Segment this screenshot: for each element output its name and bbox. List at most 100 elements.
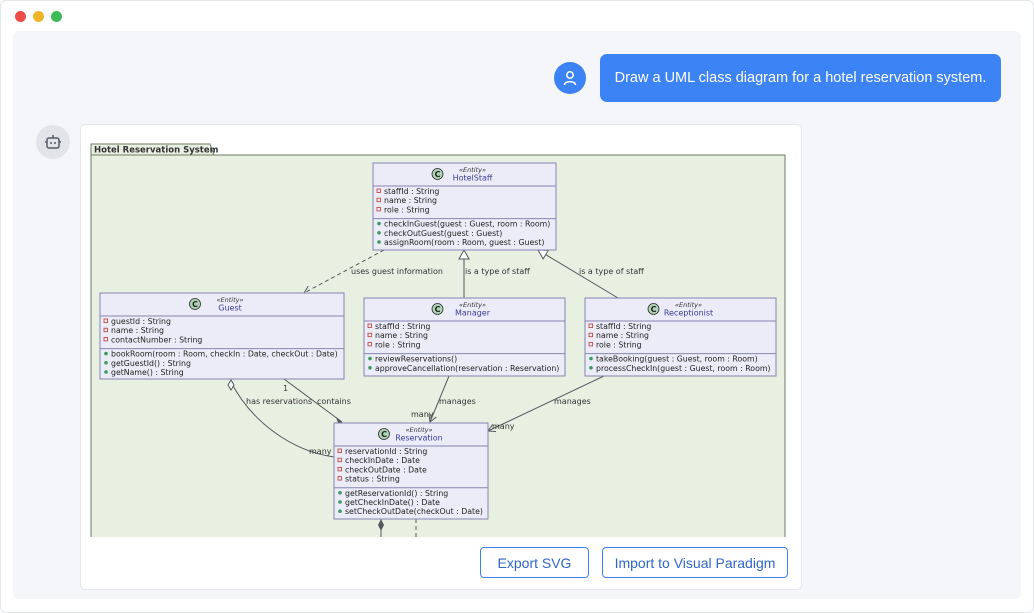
private-marker: [103, 327, 108, 333]
generalization-receptionist: [537, 249, 619, 299]
aggregation-diamond: [227, 379, 235, 391]
class-attribute: guestId : String: [111, 317, 171, 326]
public-marker: [377, 221, 381, 226]
class-box: [333, 422, 489, 520]
class-box: [363, 297, 566, 377]
multiplicity-manager-many: many: [411, 410, 434, 419]
class-method: bookRoom(room : Room, checkIn : Date, ch…: [111, 350, 338, 359]
close-window-dot[interactable]: [15, 11, 26, 22]
private-marker: [376, 206, 381, 212]
label-has-reservations: has reservations: [246, 397, 312, 406]
label-manager-manages: manages: [439, 397, 476, 406]
class-method: getReservationId() : String: [345, 489, 448, 498]
class-name: HotelStaff: [453, 174, 493, 183]
private-marker: [367, 323, 372, 328]
relationship-labels: uses guest information is a type of staf…: [246, 267, 644, 456]
private-marker: [337, 457, 342, 463]
public-marker: [368, 366, 372, 370]
class-method: reviewReservations(): [375, 355, 457, 364]
private-marker: [376, 197, 381, 203]
import-visual-paradigm-button[interactable]: Import to Visual Paradigm: [602, 547, 788, 578]
label-receptionist-type: is a type of staff: [579, 267, 644, 276]
user-avatar: [554, 62, 586, 94]
public-marker: [377, 231, 381, 235]
private-marker: [103, 336, 108, 342]
minimize-window-dot[interactable]: [33, 11, 44, 22]
class-attribute: status : String: [345, 475, 400, 484]
private-marker: [588, 332, 593, 338]
class-attribute: staffId : String: [375, 322, 430, 331]
class-icon: [378, 428, 390, 440]
class-icon: [431, 303, 444, 315]
class-reservation[interactable]: C «Entity»Reservation reservationId : Stri…: [333, 422, 489, 520]
association-manager-manages: [428, 375, 450, 423]
class-name: Reservation: [395, 434, 442, 443]
class-attribute: name : String: [111, 326, 164, 335]
class-attribute: name : String: [375, 331, 428, 340]
class-stereotype: «Entity»: [459, 301, 486, 309]
robot-icon: [45, 135, 61, 149]
class-box: [584, 297, 777, 377]
private-marker: [103, 318, 108, 323]
private-marker: [367, 332, 372, 338]
public-marker: [589, 366, 593, 370]
class-method: checkOutGuest(guest : Guest): [384, 229, 502, 238]
class-stereotype: «Entity»: [459, 166, 486, 174]
private-marker: [337, 466, 342, 472]
maximize-window-dot[interactable]: [51, 11, 62, 22]
class-method: checkInGuest(guest : Guest, room : Room): [384, 220, 550, 229]
class-attribute: staffId : String: [384, 187, 439, 196]
multiplicity-receptionist-many: many: [492, 422, 515, 431]
class-icon-letter: C: [435, 170, 441, 179]
composition-contains: [283, 378, 343, 423]
class-icon-letter: C: [381, 430, 387, 439]
public-marker: [377, 240, 381, 244]
class-name: Receptionist: [664, 309, 713, 318]
class-hotelstaff[interactable]: C «Entity»HotelStaff staffId : Stringname …: [372, 162, 557, 251]
class-name: Guest: [218, 304, 242, 313]
association-receptionist-manages: [487, 375, 605, 433]
class-attribute: role : String: [384, 205, 430, 214]
label-manager-type: is a type of staff: [465, 267, 530, 276]
class-method: getName() : String: [111, 368, 184, 377]
user-icon: [563, 71, 577, 86]
class-box: [372, 162, 557, 251]
private-marker: [337, 476, 342, 481]
public-marker: [368, 356, 372, 361]
private-marker: [337, 448, 342, 453]
multiplicity-contains-one: 1: [283, 384, 288, 393]
multiplicity-has-many: many: [309, 447, 332, 456]
class-attribute: name : String: [384, 196, 437, 205]
public-marker: [104, 370, 108, 374]
public-marker: [338, 500, 342, 504]
package-title: Hotel Reservation System: [94, 146, 219, 156]
private-marker: [367, 341, 372, 347]
class-method: takeBooking(guest : Guest, room : Room): [596, 355, 758, 364]
class-icon-letter: C: [192, 300, 198, 309]
class-method: setCheckOutDate(checkOut : Date): [345, 507, 483, 516]
public-marker: [104, 351, 108, 356]
public-marker: [589, 356, 593, 361]
class-stereotype: «Entity»: [217, 296, 244, 304]
export-svg-button[interactable]: Export SVG: [480, 547, 589, 578]
uml-diagram: Hotel Reservation System uses guest info: [90, 143, 790, 537]
class-attribute: contactNumber : String: [111, 335, 202, 344]
user-message: Draw a UML class diagram for a hotel res…: [600, 54, 1001, 102]
public-marker: [338, 509, 342, 513]
class-icon: [189, 298, 201, 310]
bot-avatar: [36, 125, 70, 159]
public-marker: [338, 491, 342, 495]
private-marker: [588, 323, 593, 328]
class-stereotype: «Entity»: [406, 426, 433, 434]
label-uses-guest-info: uses guest information: [351, 267, 443, 276]
class-stereotype: «Entity»: [675, 301, 702, 309]
private-marker: [376, 188, 381, 193]
class-attribute: staffId : String: [596, 322, 651, 331]
class-attribute: reservationId : String: [345, 447, 427, 456]
class-method: processCheckIn(guest : Guest, room : Roo…: [596, 364, 770, 373]
class-attribute: role : String: [596, 340, 642, 349]
